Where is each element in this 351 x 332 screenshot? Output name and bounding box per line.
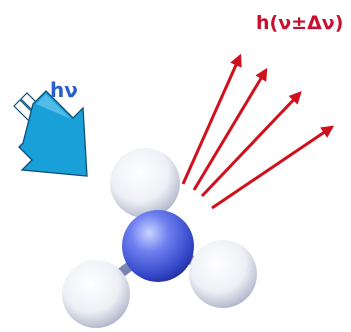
incident-photon-label: hν xyxy=(50,78,78,102)
scattered-arrow-1 xyxy=(181,53,242,185)
scattered-photon-label: h(ν±Δν) xyxy=(256,12,344,34)
scattered-arrow-3 xyxy=(200,91,302,198)
outer-atom-top xyxy=(110,148,180,218)
outer-atom-bottom-left xyxy=(62,260,130,328)
scattered-arrow-2 xyxy=(192,67,268,191)
incident-photon-arrow-icon xyxy=(13,90,88,177)
scattered-arrow-4 xyxy=(211,125,335,210)
scattered-photon-arrows-icon xyxy=(181,53,335,210)
central-atom xyxy=(122,210,194,282)
tetrahedral-molecule-icon xyxy=(62,148,257,328)
outer-atom-right xyxy=(189,240,257,308)
